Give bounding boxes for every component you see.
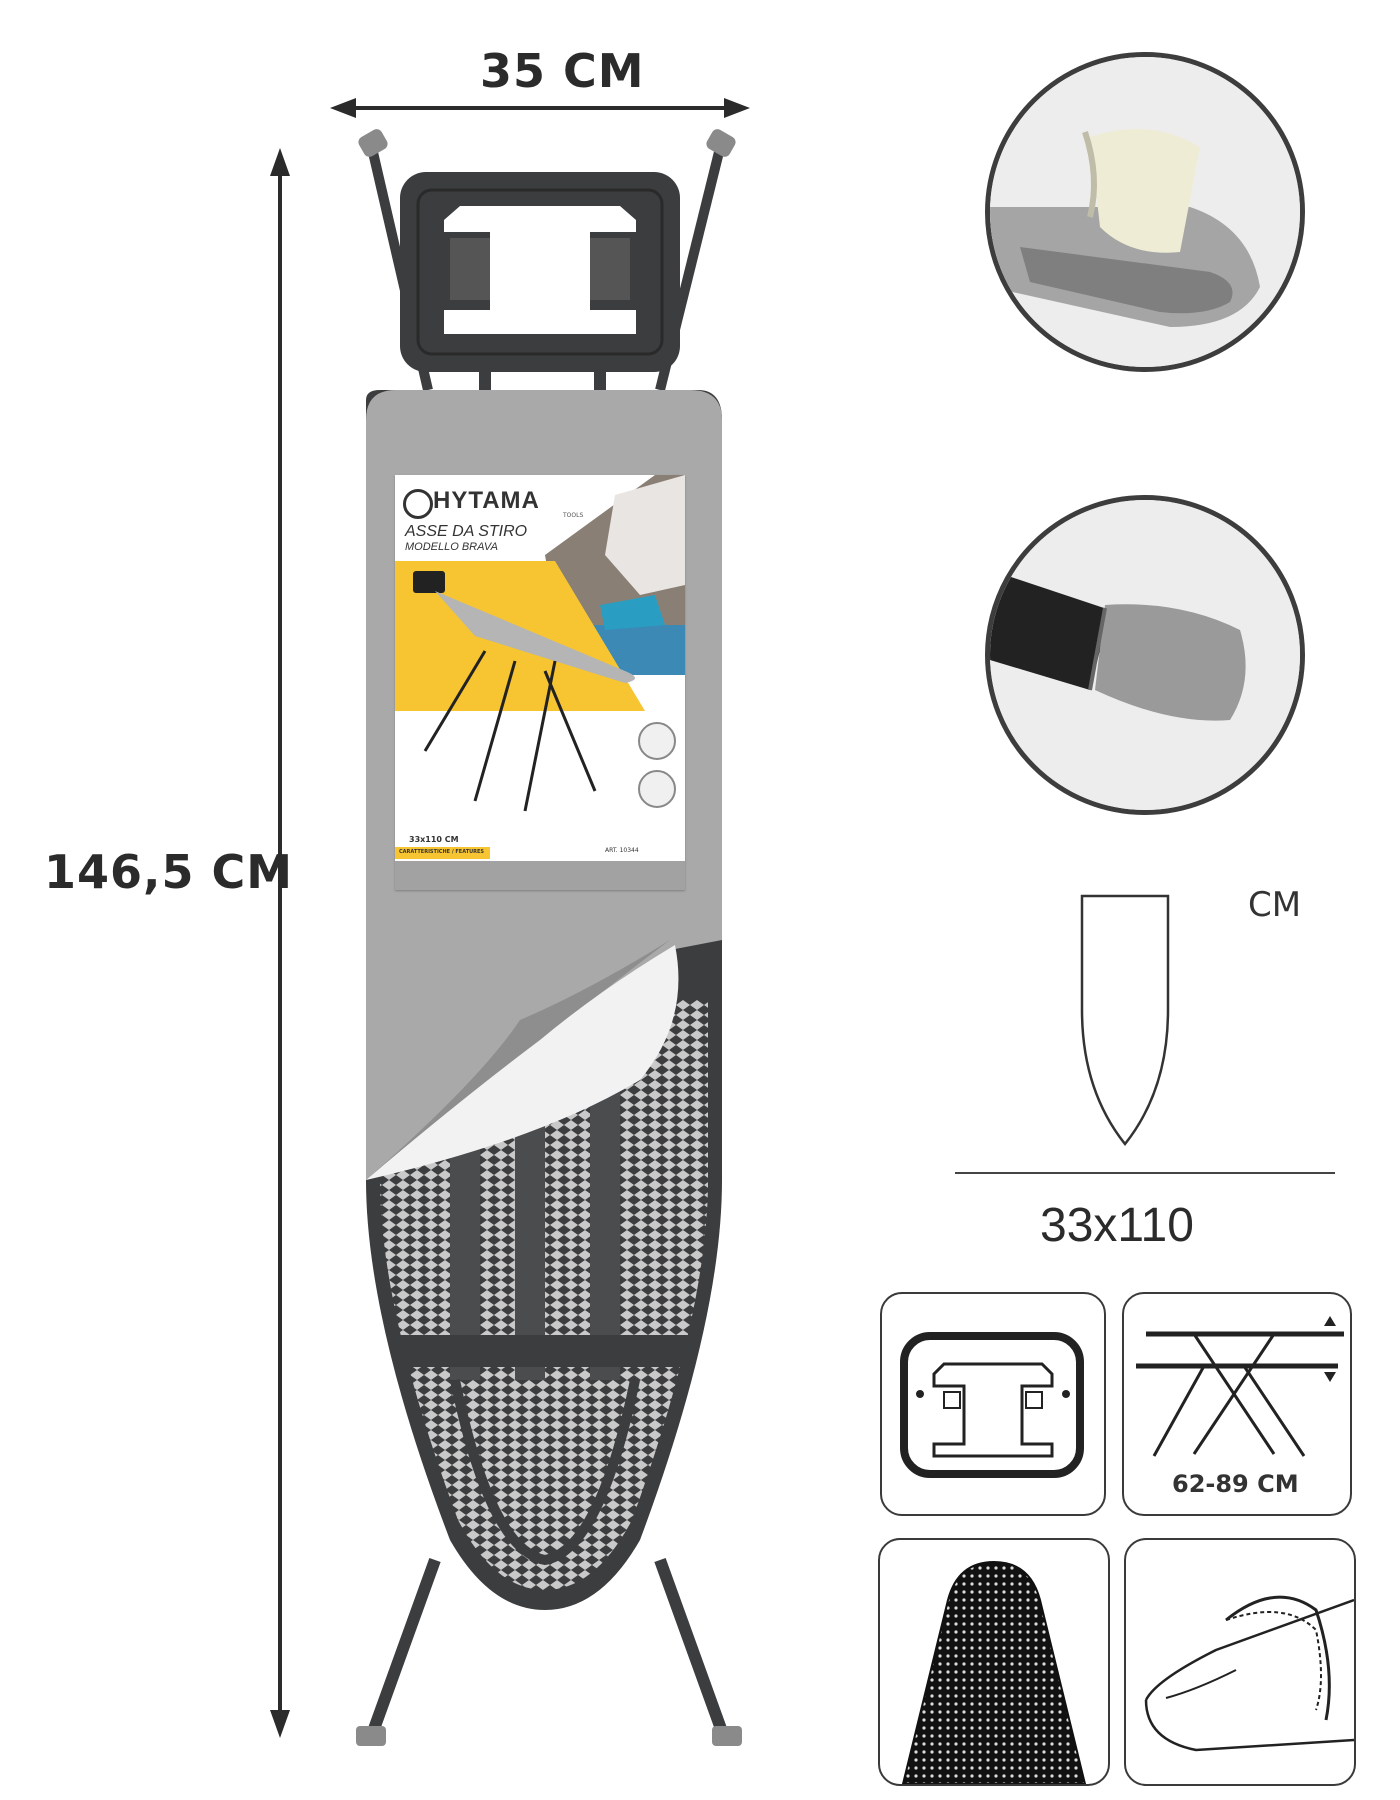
features-banner-text: CARATTERISTICHE / FEATURES (399, 849, 485, 855)
board-outline-icon (1080, 894, 1170, 1147)
hytama-logo-icon (403, 489, 433, 519)
package-subtitle: MODELLO BRAVA (405, 541, 498, 553)
width-dimension-arrow (330, 98, 750, 118)
size-divider (955, 1172, 1335, 1174)
cover-detail-icon (990, 57, 1300, 367)
height-adjust-icon (1136, 1316, 1344, 1457)
height-adjust-tile: 62-89 CM (1122, 1292, 1352, 1516)
features-block (395, 861, 685, 890)
unit-label: CM (1248, 885, 1302, 925)
leg-tip-icon (990, 500, 1300, 810)
mesh-board-icon (901, 1560, 1087, 1784)
size-label: 33x110 (1040, 1199, 1194, 1252)
iron-rest-tile (880, 1292, 1106, 1516)
cover-detail-zoom (985, 52, 1305, 372)
ironing-board-illustration (356, 129, 742, 1746)
package-article: ART. 10344 (605, 847, 639, 854)
package-size: 33x110 CM (409, 835, 459, 844)
height-range-label: 62-89 CM (1172, 1470, 1299, 1498)
brand-sub: TOOLS (563, 512, 584, 519)
height-label: 146,5 CM (44, 845, 294, 899)
features-banner (395, 847, 490, 859)
package-title: ASSE DA STIRO (405, 523, 528, 540)
width-label: 35 CM (480, 44, 645, 98)
iron-rest-icon (900, 1332, 1084, 1478)
product-package: HYTAMA TOOLS ASSE DA STIRO MODELLO BRAVA… (395, 475, 685, 890)
leg-tip-zoom (985, 495, 1305, 815)
elastic-cover-tile (1124, 1538, 1356, 1786)
brand-name: HYTAMA (433, 487, 540, 514)
height-dimension-arrow (270, 148, 290, 1738)
elastic-cover-icon (1144, 1595, 1354, 1752)
mesh-board-tile (878, 1538, 1110, 1786)
package-product-image (395, 561, 676, 812)
